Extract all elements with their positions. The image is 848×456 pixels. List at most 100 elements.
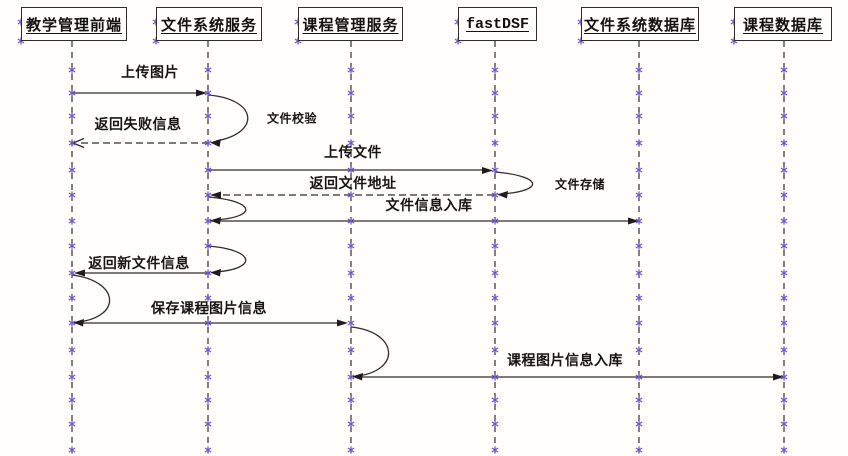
lifeline-marker-icon: [204, 420, 212, 428]
lifeline-marker-icon: [347, 242, 355, 250]
lifeline-marker-icon: [68, 319, 76, 327]
arrowhead-return-new-file-info: [74, 269, 85, 277]
arrowhead-return-file-address: [210, 191, 221, 199]
lifeline-marker-icon: [780, 217, 788, 225]
lifeline-marker-icon: [204, 66, 212, 74]
lifeline-marker-icon: [204, 112, 212, 120]
lifeline-marker-icon: [491, 242, 499, 250]
lifeline-marker-icon: [347, 373, 355, 381]
lifeline-marker-icon: [204, 139, 212, 147]
actor-label-teaching-management-frontend: 教学管理前端: [25, 17, 122, 34]
arrowhead-arc-file-info: [210, 217, 221, 225]
lifeline-marker-icon: [780, 242, 788, 250]
actor-label-fastdsf: fastDSF: [465, 15, 529, 33]
lifeline-marker-icon: [491, 112, 499, 120]
lifeline-marker-icon: [635, 66, 643, 74]
lifeline-marker-icon: [347, 396, 355, 404]
self-call-arc-before-return-new-file-info: [207, 245, 247, 273]
lifeline-marker-icon: [491, 294, 499, 302]
lifeline-marker-icon: [204, 319, 212, 327]
lifeline-marker-icon: [780, 166, 788, 174]
arrowhead-save-course-image-info: [337, 319, 348, 327]
lifeline-marker-icon: [780, 112, 788, 120]
lifeline-marker-icon: [780, 346, 788, 354]
lifeline-marker-icon: [204, 166, 212, 174]
lifeline-marker-icon: [204, 446, 212, 454]
lifeline-marker-icon: [347, 89, 355, 97]
arrowhead-file-verify-arc: [210, 139, 221, 147]
lifeline-marker-icon: [68, 294, 76, 302]
lifeline-marker-icon: [68, 139, 76, 147]
lifeline-marker-icon: [780, 420, 788, 428]
arrowhead-file-store-arc: [497, 191, 508, 199]
lifeline-marker-icon: [204, 373, 212, 381]
lifeline-marker-icon: [347, 269, 355, 277]
lifeline-markers-layer: [17, 18, 788, 454]
lifeline-marker-icon: [68, 166, 76, 174]
lifeline-marker-icon: [635, 112, 643, 120]
lifeline-marker-icon: [635, 446, 643, 454]
lifeline-marker-icon: [491, 191, 499, 199]
actor-box-course-database: 课程数据库: [734, 7, 832, 41]
lifeline-marker-icon: [347, 294, 355, 302]
lifeline-marker-icon: [780, 446, 788, 454]
self-call-arc-on-course-service: [350, 326, 390, 377]
lifeline-marker-icon: [635, 319, 643, 327]
arrowhead-arc-return-new-file: [210, 269, 221, 277]
lifeline-marker-icon: [347, 166, 355, 174]
actor-box-teaching-management-frontend: 教学管理前端: [21, 7, 127, 41]
lifeline-marker-icon: [635, 269, 643, 277]
self-call-file-verify-arc: [207, 94, 249, 142]
arrowhead-upload-file: [482, 167, 493, 174]
self-label-file-verify: 文件校验: [266, 111, 318, 126]
lifeline-marker-icon: [635, 346, 643, 354]
self-call-file-store-arc: [494, 171, 534, 195]
lifeline-marker-icon: [204, 396, 212, 404]
lifeline-marker-icon: [347, 139, 355, 147]
lifeline-marker-icon: [635, 242, 643, 250]
lifeline-marker-icon: [491, 420, 499, 428]
lifeline-marker-icon: [68, 191, 76, 199]
lifeline-marker-icon: [635, 166, 643, 174]
actor-label-file-system-service: 文件系统服务: [160, 17, 257, 34]
arrowhead-upload-image: [196, 89, 207, 97]
lifeline-marker-icon: [780, 373, 788, 381]
arrowhead-course-image-info-insert: [773, 373, 784, 381]
lifeline-marker-icon: [491, 269, 499, 277]
lifeline-marker-icon: [347, 66, 355, 74]
message-label-upload-file: 上传文件: [324, 146, 382, 161]
lifeline-marker-icon: [780, 294, 788, 302]
actor-box-course-management-service: 课程管理服务: [298, 7, 403, 41]
lifeline-marker-icon: [635, 420, 643, 428]
lifeline-marker-icon: [347, 112, 355, 120]
lifeline-marker-icon: [635, 217, 643, 225]
self-call-arc-on-frontend: [71, 274, 111, 323]
lifeline-marker-icon: [204, 269, 212, 277]
lifeline-marker-icon: [68, 217, 76, 225]
lifeline-marker-icon: [68, 89, 76, 97]
self-label-file-store: 文件存储: [554, 177, 606, 192]
lifeline-marker-icon: [491, 346, 499, 354]
lifeline-marker-icon: [68, 446, 76, 454]
lifeline-marker-icon: [491, 396, 499, 404]
lifeline-marker-icon: [491, 373, 499, 381]
lifeline-marker-icon: [204, 217, 212, 225]
lifeline-marker-icon: [68, 373, 76, 381]
message-label-course-image-info-insert: 课程图片信息入库: [507, 354, 623, 369]
lifeline-marker-icon: [347, 420, 355, 428]
lifeline-marker-icon: [68, 346, 76, 354]
lifeline-marker-icon: [780, 319, 788, 327]
arrowhead-arc-course-service: [352, 373, 363, 381]
lifeline-marker-icon: [347, 446, 355, 454]
lifeline-marker-icon: [347, 346, 355, 354]
lifeline-marker-icon: [204, 294, 212, 302]
message-label-return-file-address: 返回文件地址: [309, 177, 397, 192]
lifeline-marker-icon: [780, 396, 788, 404]
lifeline-marker-icon: [635, 294, 643, 302]
actor-label-file-system-database: 文件系统数据库: [583, 17, 696, 34]
lifeline-marker-icon: [347, 319, 355, 327]
lifeline-marker-icon: [491, 217, 499, 225]
lifeline-marker-icon: [68, 66, 76, 74]
lifeline-marker-icon: [347, 217, 355, 225]
